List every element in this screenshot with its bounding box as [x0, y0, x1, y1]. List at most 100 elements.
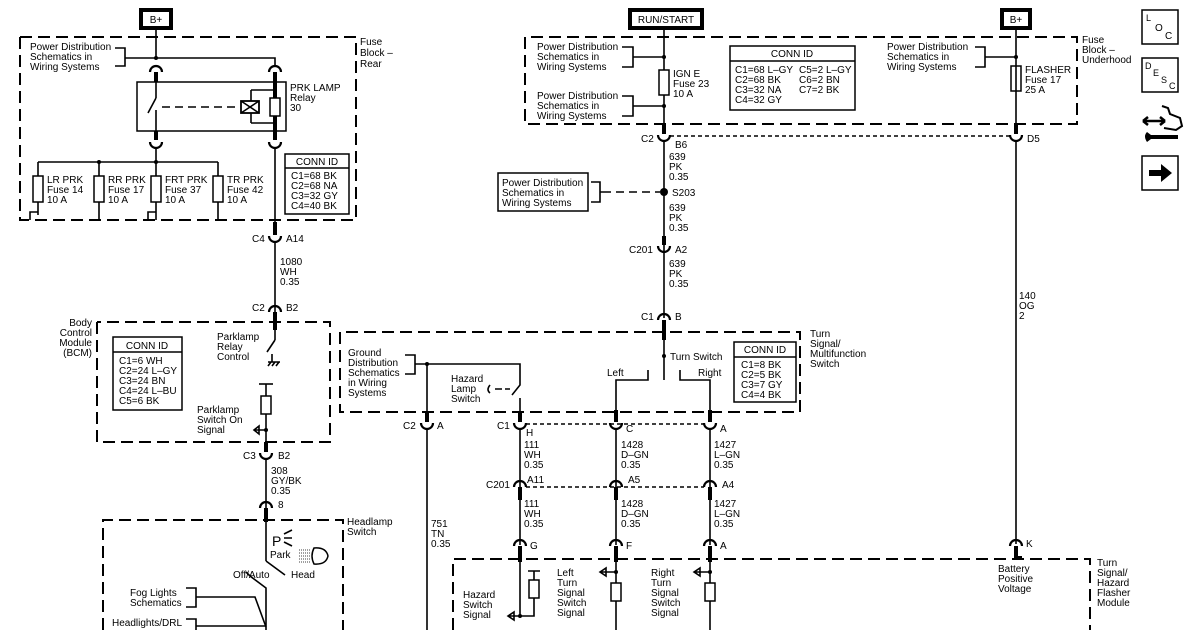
bplus-left-label: B+	[150, 15, 163, 26]
svg-text:8: 8	[278, 500, 284, 511]
headlamp-icon	[299, 547, 329, 565]
hand-wrench-icon[interactable]	[1142, 105, 1184, 142]
power-dist-ref-rear: Power Distribution Schematics in Wiring …	[30, 42, 114, 73]
svg-text:A14: A14	[286, 234, 304, 245]
svg-text:CONN ID: CONN ID	[771, 49, 813, 60]
park-lamp-symbol: P	[272, 533, 281, 549]
svg-text:S: S	[1161, 75, 1167, 85]
run-start-source: RUN/START	[628, 8, 704, 30]
svg-text:Left: Left	[607, 368, 624, 379]
svg-text:Right: Right	[698, 368, 722, 379]
bplus-right-source: B+	[1000, 8, 1032, 30]
arrow-right-icon	[1149, 164, 1172, 182]
svg-text:A4: A4	[722, 480, 735, 491]
svg-text:E: E	[1153, 68, 1159, 78]
svg-text:C: C	[626, 424, 633, 435]
svg-text:C: C	[1169, 81, 1176, 91]
svg-text:CONN ID: CONN ID	[744, 345, 786, 356]
svg-text:C1: C1	[641, 312, 654, 323]
svg-text:D5: D5	[1027, 134, 1040, 145]
svg-text:A: A	[720, 424, 727, 435]
svg-text:Off/Auto: Off/Auto	[233, 570, 270, 581]
svg-text:CONN ID: CONN ID	[126, 341, 168, 352]
svg-text:A2: A2	[675, 245, 688, 256]
prk-lamp-relay-label: PRK LAMP Relay 30	[290, 83, 343, 114]
svg-text:B: B	[675, 312, 682, 323]
svg-text:C1: C1	[497, 421, 510, 432]
svg-text:C: C	[1165, 31, 1172, 42]
fuse-block-rear: Fuse Block – Rear Power Distribution Sch…	[19, 36, 396, 235]
fuse-block-rear-label: Fuse Block – Rear	[360, 37, 396, 70]
svg-text:Turn Switch: Turn Switch	[670, 352, 722, 363]
ground-icon	[267, 354, 280, 367]
svg-text:L: L	[1146, 13, 1151, 23]
svg-text:A5: A5	[628, 475, 641, 486]
svg-text:C2: C2	[403, 421, 416, 432]
svg-text:RUN/START: RUN/START	[638, 15, 694, 26]
left-contact	[615, 370, 649, 410]
splice-s203	[660, 188, 668, 196]
desc-button[interactable]: D E S C	[1141, 57, 1179, 93]
svg-text:A: A	[437, 421, 444, 432]
svg-text:C2: C2	[641, 134, 654, 145]
right-contact	[679, 370, 711, 410]
svg-text:F: F	[626, 541, 632, 552]
loc-button[interactable]: L O C	[1141, 9, 1179, 45]
headlights-drl-ref: Headlights/DRL	[112, 618, 182, 629]
svg-text:A11: A11	[527, 475, 544, 486]
svg-text:B2: B2	[278, 451, 291, 462]
svg-text:G: G	[530, 541, 538, 552]
svg-text:B6: B6	[675, 140, 688, 151]
next-arrow-button[interactable]	[1141, 155, 1179, 191]
svg-text:B2: B2	[286, 303, 299, 314]
svg-text:D: D	[1145, 61, 1152, 71]
svg-text:C2: C2	[252, 303, 265, 314]
svg-text:S203: S203	[672, 188, 696, 199]
